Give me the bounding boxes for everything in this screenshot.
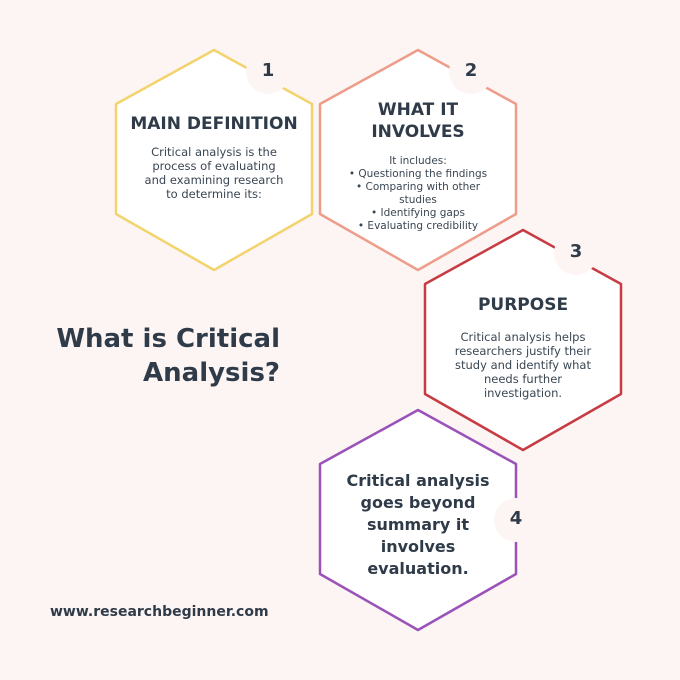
hexagon-step-3 <box>423 228 623 452</box>
hexagon-step-2 <box>318 48 518 272</box>
step-2-item: • Comparing with other studies <box>355 181 481 206</box>
step-2-item: • Questioning the findings <box>348 168 488 180</box>
number-badge-2 <box>449 50 493 94</box>
hexagon-step-1 <box>114 48 314 272</box>
step-2-heading: WHAT IT INVOLVES <box>371 100 465 142</box>
page-title: What is Critical Analysis? <box>56 324 280 388</box>
step-2-content: WHAT IT INVOLVES It includes: • Question… <box>340 99 496 233</box>
step-1-text: Critical analysis is the process of eval… <box>144 145 284 201</box>
step-4-number: 4 <box>509 508 523 529</box>
step-3-heading: PURPOSE <box>477 295 569 315</box>
step-2-number: 2 <box>464 60 478 81</box>
step-1-number: 1 <box>261 60 275 81</box>
step-2-intro: It includes: <box>389 155 447 167</box>
step-3-text: Critical analysis helps researchers just… <box>454 330 592 400</box>
website-url: www.researchbeginner.com <box>50 604 269 620</box>
step-2-item: • Evaluating credibility <box>357 220 479 232</box>
step-1-content: MAIN DEFINITION Critical analysis is the… <box>126 113 302 201</box>
step-3-number: 3 <box>569 241 583 262</box>
step-2-list: It includes: • Questioning the findings … <box>340 155 496 233</box>
step-2-item: • Identifying gaps <box>371 207 465 219</box>
hexagon-step-4 <box>318 408 518 632</box>
number-badge-3 <box>554 231 598 275</box>
number-badge-1 <box>246 50 290 94</box>
step-1-heading: MAIN DEFINITION <box>130 114 298 134</box>
step-4-text: Critical analysis goes beyond summary it… <box>346 471 490 578</box>
step-3-content: PURPOSE Critical analysis helps research… <box>440 294 606 400</box>
number-badge-4 <box>494 498 538 542</box>
